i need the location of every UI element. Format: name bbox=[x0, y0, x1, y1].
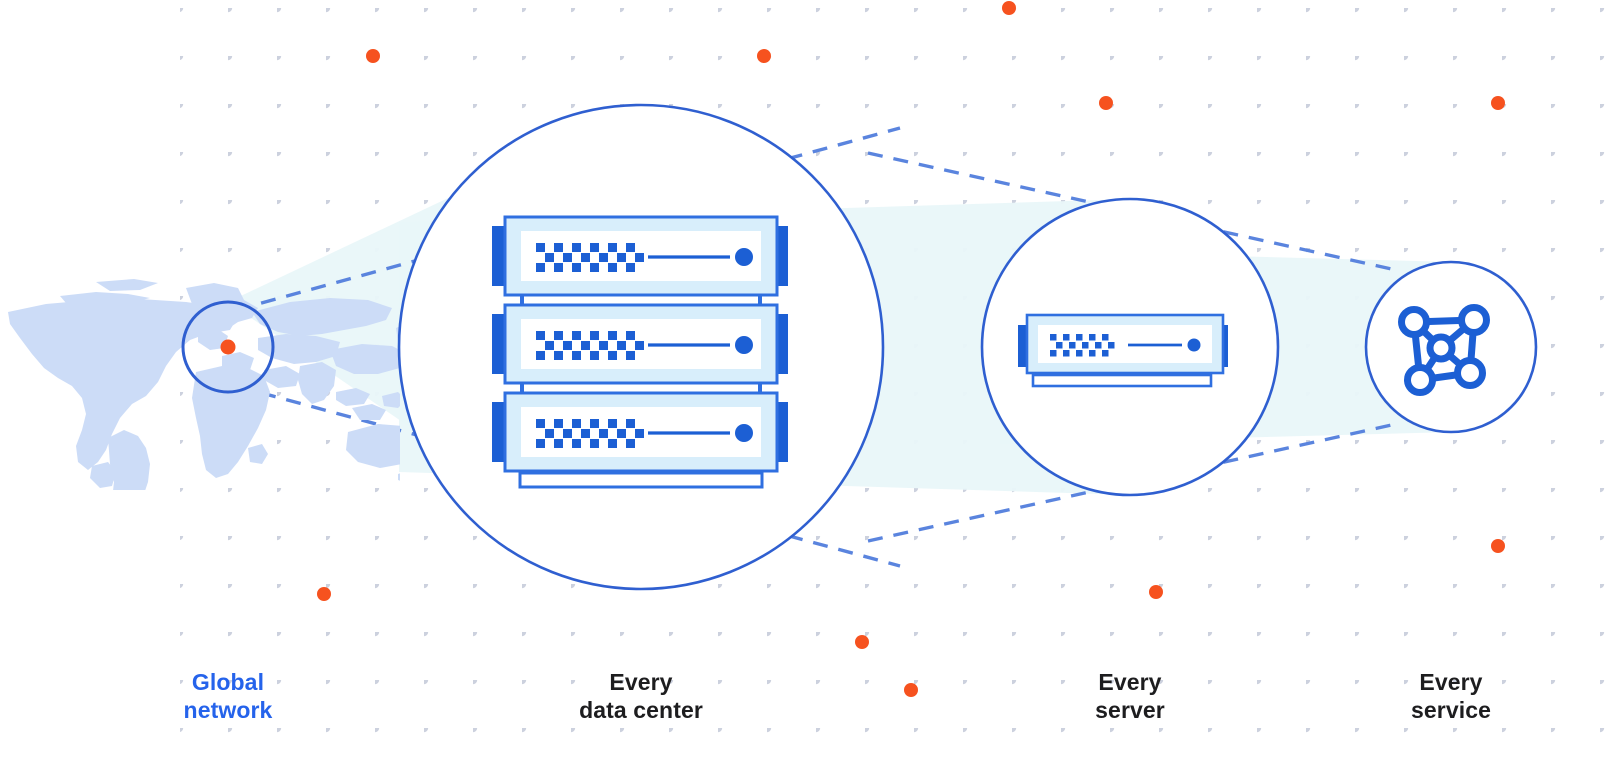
server-base-plate bbox=[1031, 373, 1213, 388]
stage-service[interactable] bbox=[1364, 260, 1538, 434]
led-matrix-2 bbox=[536, 331, 644, 360]
label-global-network: Global network bbox=[183, 669, 273, 723]
led-matrix-1 bbox=[536, 243, 644, 272]
orange-accent-dot-7 bbox=[1149, 585, 1163, 599]
led-matrix-server bbox=[1050, 334, 1115, 357]
orange-accent-dot-4 bbox=[1491, 96, 1505, 110]
server-unit-1 bbox=[492, 215, 788, 297]
stage-server[interactable] bbox=[980, 197, 1280, 497]
led-matrix-3 bbox=[536, 419, 644, 448]
label-server: Every server bbox=[1095, 669, 1165, 723]
server-rack-icon bbox=[492, 215, 788, 489]
orange-accent-dot-8 bbox=[855, 635, 869, 649]
orange-accent-dot-0 bbox=[1002, 1, 1016, 15]
server-unit-3 bbox=[492, 391, 788, 473]
stage-global-network[interactable] bbox=[8, 279, 418, 540]
server-unit-icon bbox=[1018, 313, 1228, 388]
server-rack-base bbox=[518, 471, 764, 489]
orange-accent-dot-2 bbox=[757, 49, 771, 63]
network-mesh-nodes bbox=[1398, 304, 1490, 396]
orange-accent-dot-3 bbox=[1099, 96, 1113, 110]
orange-accent-dots bbox=[317, 1, 1505, 697]
orange-accent-dot-5 bbox=[1491, 539, 1505, 553]
label-data-center: Every data center bbox=[579, 669, 703, 723]
global-network-location-marker bbox=[220, 339, 236, 355]
orange-accent-dot-6 bbox=[317, 587, 331, 601]
stage-data-center[interactable] bbox=[397, 103, 885, 591]
server-unit-2 bbox=[492, 303, 788, 385]
world-map-icon bbox=[8, 279, 400, 490]
orange-accent-dot-9 bbox=[904, 683, 918, 697]
orange-accent-dot-1 bbox=[366, 49, 380, 63]
global-network-focus-circle bbox=[181, 300, 275, 394]
label-service: Every service bbox=[1411, 669, 1491, 723]
